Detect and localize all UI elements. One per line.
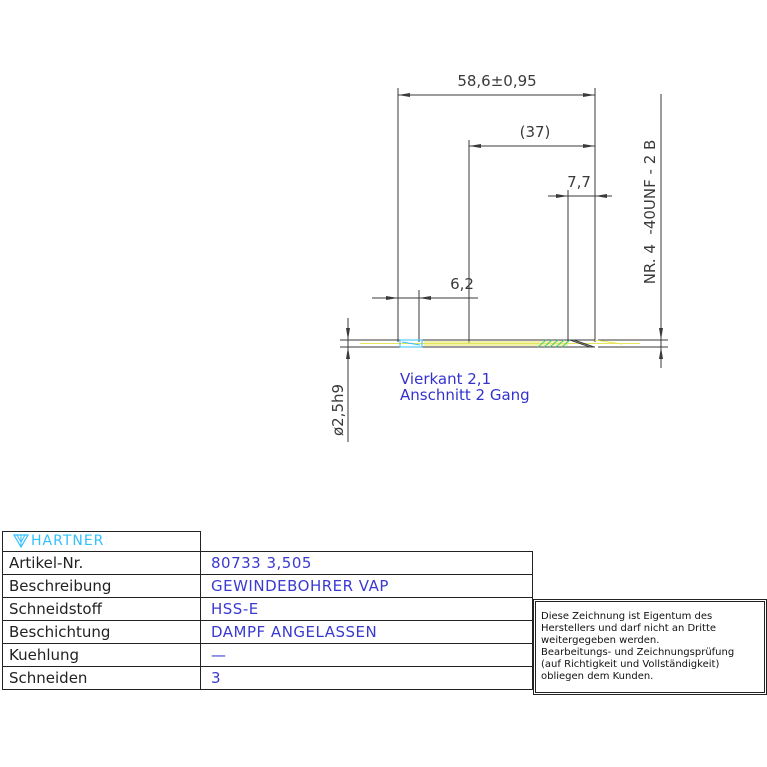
thread-hatch-1: [537, 339, 547, 348]
dim-thread-spec: NR. 4 -40UNF - 2 B: [641, 140, 659, 285]
notice-line: weitergegeben werden.: [541, 635, 660, 646]
ownership-notice: Diese Zeichnung ist Eigentum des Herstel…: [533, 599, 767, 695]
chamfer-line-1: [569, 339, 591, 348]
arrow-threadspec-bottom: [659, 347, 663, 359]
row-label: Schneidstoff: [2, 597, 201, 621]
note-chamfer: Anschnitt 2 Gang: [400, 386, 530, 404]
thread-hatch-2: [543, 339, 553, 348]
note-square: Vierkant 2,1: [400, 370, 491, 388]
square-section: [399, 339, 423, 348]
notice-line: Bearbeitungs- und Zeichnungsprüfung: [541, 647, 735, 658]
dim-thread-length: (37): [520, 123, 551, 141]
row-label: Artikel-Nr.: [2, 551, 201, 575]
notice-line: Herstellers und darf nicht an Dritte: [541, 623, 717, 634]
arrow-overall-right: [583, 93, 595, 97]
notice-line: Diese Zeichnung ist Eigentum des: [541, 611, 713, 622]
arrow-diameter-bottom: [346, 347, 350, 359]
arrow-overall-left: [398, 93, 410, 97]
arrow-threadspec-top: [659, 328, 663, 340]
chamfer-line-2: [573, 339, 595, 348]
arrow-thread-left: [469, 144, 481, 148]
row-value: DAMPF ANGELASSEN: [201, 620, 533, 644]
arrow-thread-right: [583, 144, 595, 148]
chamfer-tip: [594, 339, 623, 345]
thread-hatch-5: [561, 339, 571, 348]
row-value: GEWINDEBOHRER VAP: [201, 574, 533, 598]
dim-overall-length: 58,6±0,95: [457, 72, 536, 90]
dim-square-length: 6,2: [450, 275, 474, 293]
notice-line: obliegen dem Kunden.: [541, 671, 654, 682]
dim-chamfer-length: 7,7: [567, 173, 591, 191]
arrow-square-left: [386, 296, 398, 300]
thread-hatch-4: [555, 339, 565, 348]
row-value: 3: [201, 666, 533, 690]
row-label: Schneiden: [2, 666, 201, 690]
arrow-square-right: [419, 296, 431, 300]
square-diagonal: [401, 341, 421, 346]
dim-shank-diameter: ø2,5h9: [329, 384, 347, 436]
row-value: —: [201, 643, 533, 667]
arrow-chamfer-left: [556, 194, 568, 198]
row-label: Beschreibung: [2, 574, 201, 598]
hartner-logo-icon: [13, 534, 29, 548]
logo-text: HARTNER: [31, 533, 105, 549]
arrow-chamfer-right: [595, 194, 607, 198]
logo-cell: HARTNER: [2, 531, 201, 551]
row-label: Kuehlung: [2, 643, 201, 667]
thread-hatch-3: [549, 339, 559, 348]
row-value: HSS-E: [201, 597, 533, 621]
arrow-diameter-top: [346, 328, 350, 340]
row-label: Beschichtung: [2, 620, 201, 644]
notice-line: (auf Richtigkeit und Vollständigkeit): [541, 659, 720, 670]
row-value: 80733 3,505: [201, 551, 533, 575]
